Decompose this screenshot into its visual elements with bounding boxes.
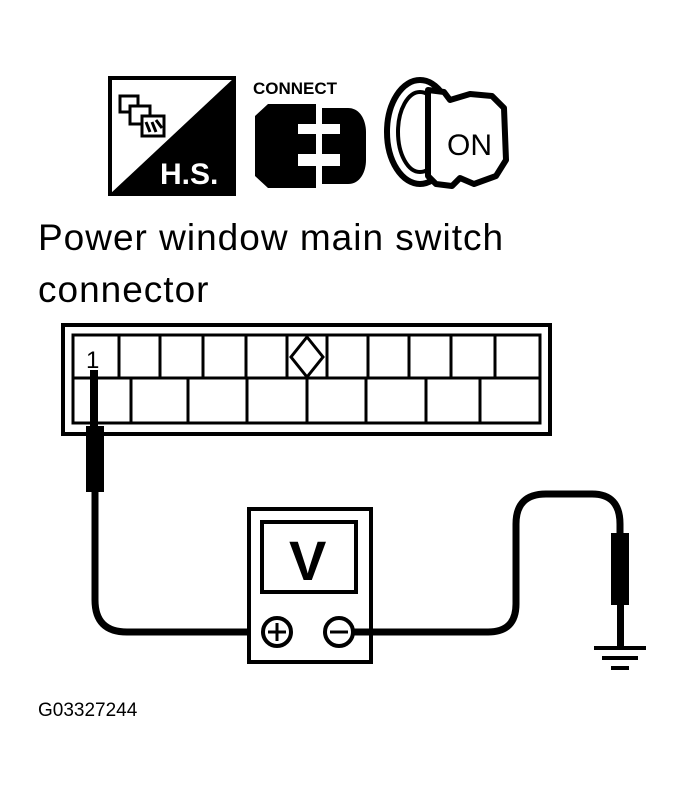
figure-code: G03327244 — [38, 700, 138, 721]
harness-symbol-label: H.S. — [160, 158, 218, 191]
connector-bottom-row — [129, 378, 482, 423]
diagram-title-line2: connector — [38, 269, 210, 310]
negative-terminal-icon — [323, 616, 355, 648]
ground-icon — [594, 646, 646, 670]
harness-symbol-icon: H.S. — [108, 76, 236, 196]
ground-probe — [611, 533, 629, 647]
ignition-on-label: ON — [447, 129, 492, 162]
connect-label: CONNECT — [253, 79, 338, 98]
diagram-title-line1: Power window main switch — [38, 217, 504, 258]
voltmeter-symbol: V — [289, 529, 326, 592]
positive-probe — [86, 370, 104, 492]
connector-top-row — [117, 335, 497, 378]
pin-1-label: 1 — [86, 347, 99, 374]
positive-lead-wire — [91, 490, 260, 636]
connect-icon: CONNECT — [253, 79, 366, 188]
negative-lead-wire — [353, 490, 624, 636]
connector-block: 1 — [61, 323, 552, 436]
positive-terminal-icon — [261, 616, 293, 648]
voltmeter: V — [247, 507, 373, 664]
connector-lock-tab — [289, 334, 325, 380]
ignition-on-icon: ON — [384, 77, 509, 189]
harness-connector-icon — [118, 94, 166, 138]
